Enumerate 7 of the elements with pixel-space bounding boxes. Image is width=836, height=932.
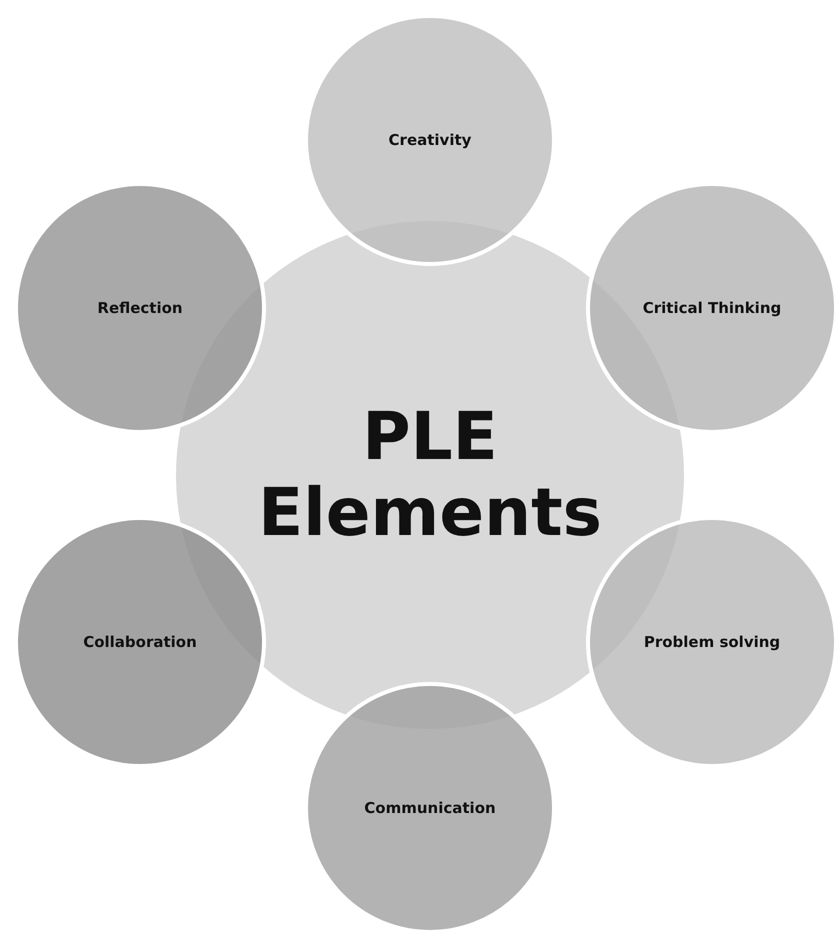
element-label: Critical Thinking xyxy=(642,299,782,317)
element-label: Communication xyxy=(364,799,496,817)
element-label: Reflection xyxy=(97,299,183,317)
element-label: Creativity xyxy=(388,131,472,149)
element-label: Collaboration xyxy=(83,633,197,651)
element-label: Problem solving xyxy=(644,633,780,651)
hub-title: PLE Elements xyxy=(257,399,603,551)
